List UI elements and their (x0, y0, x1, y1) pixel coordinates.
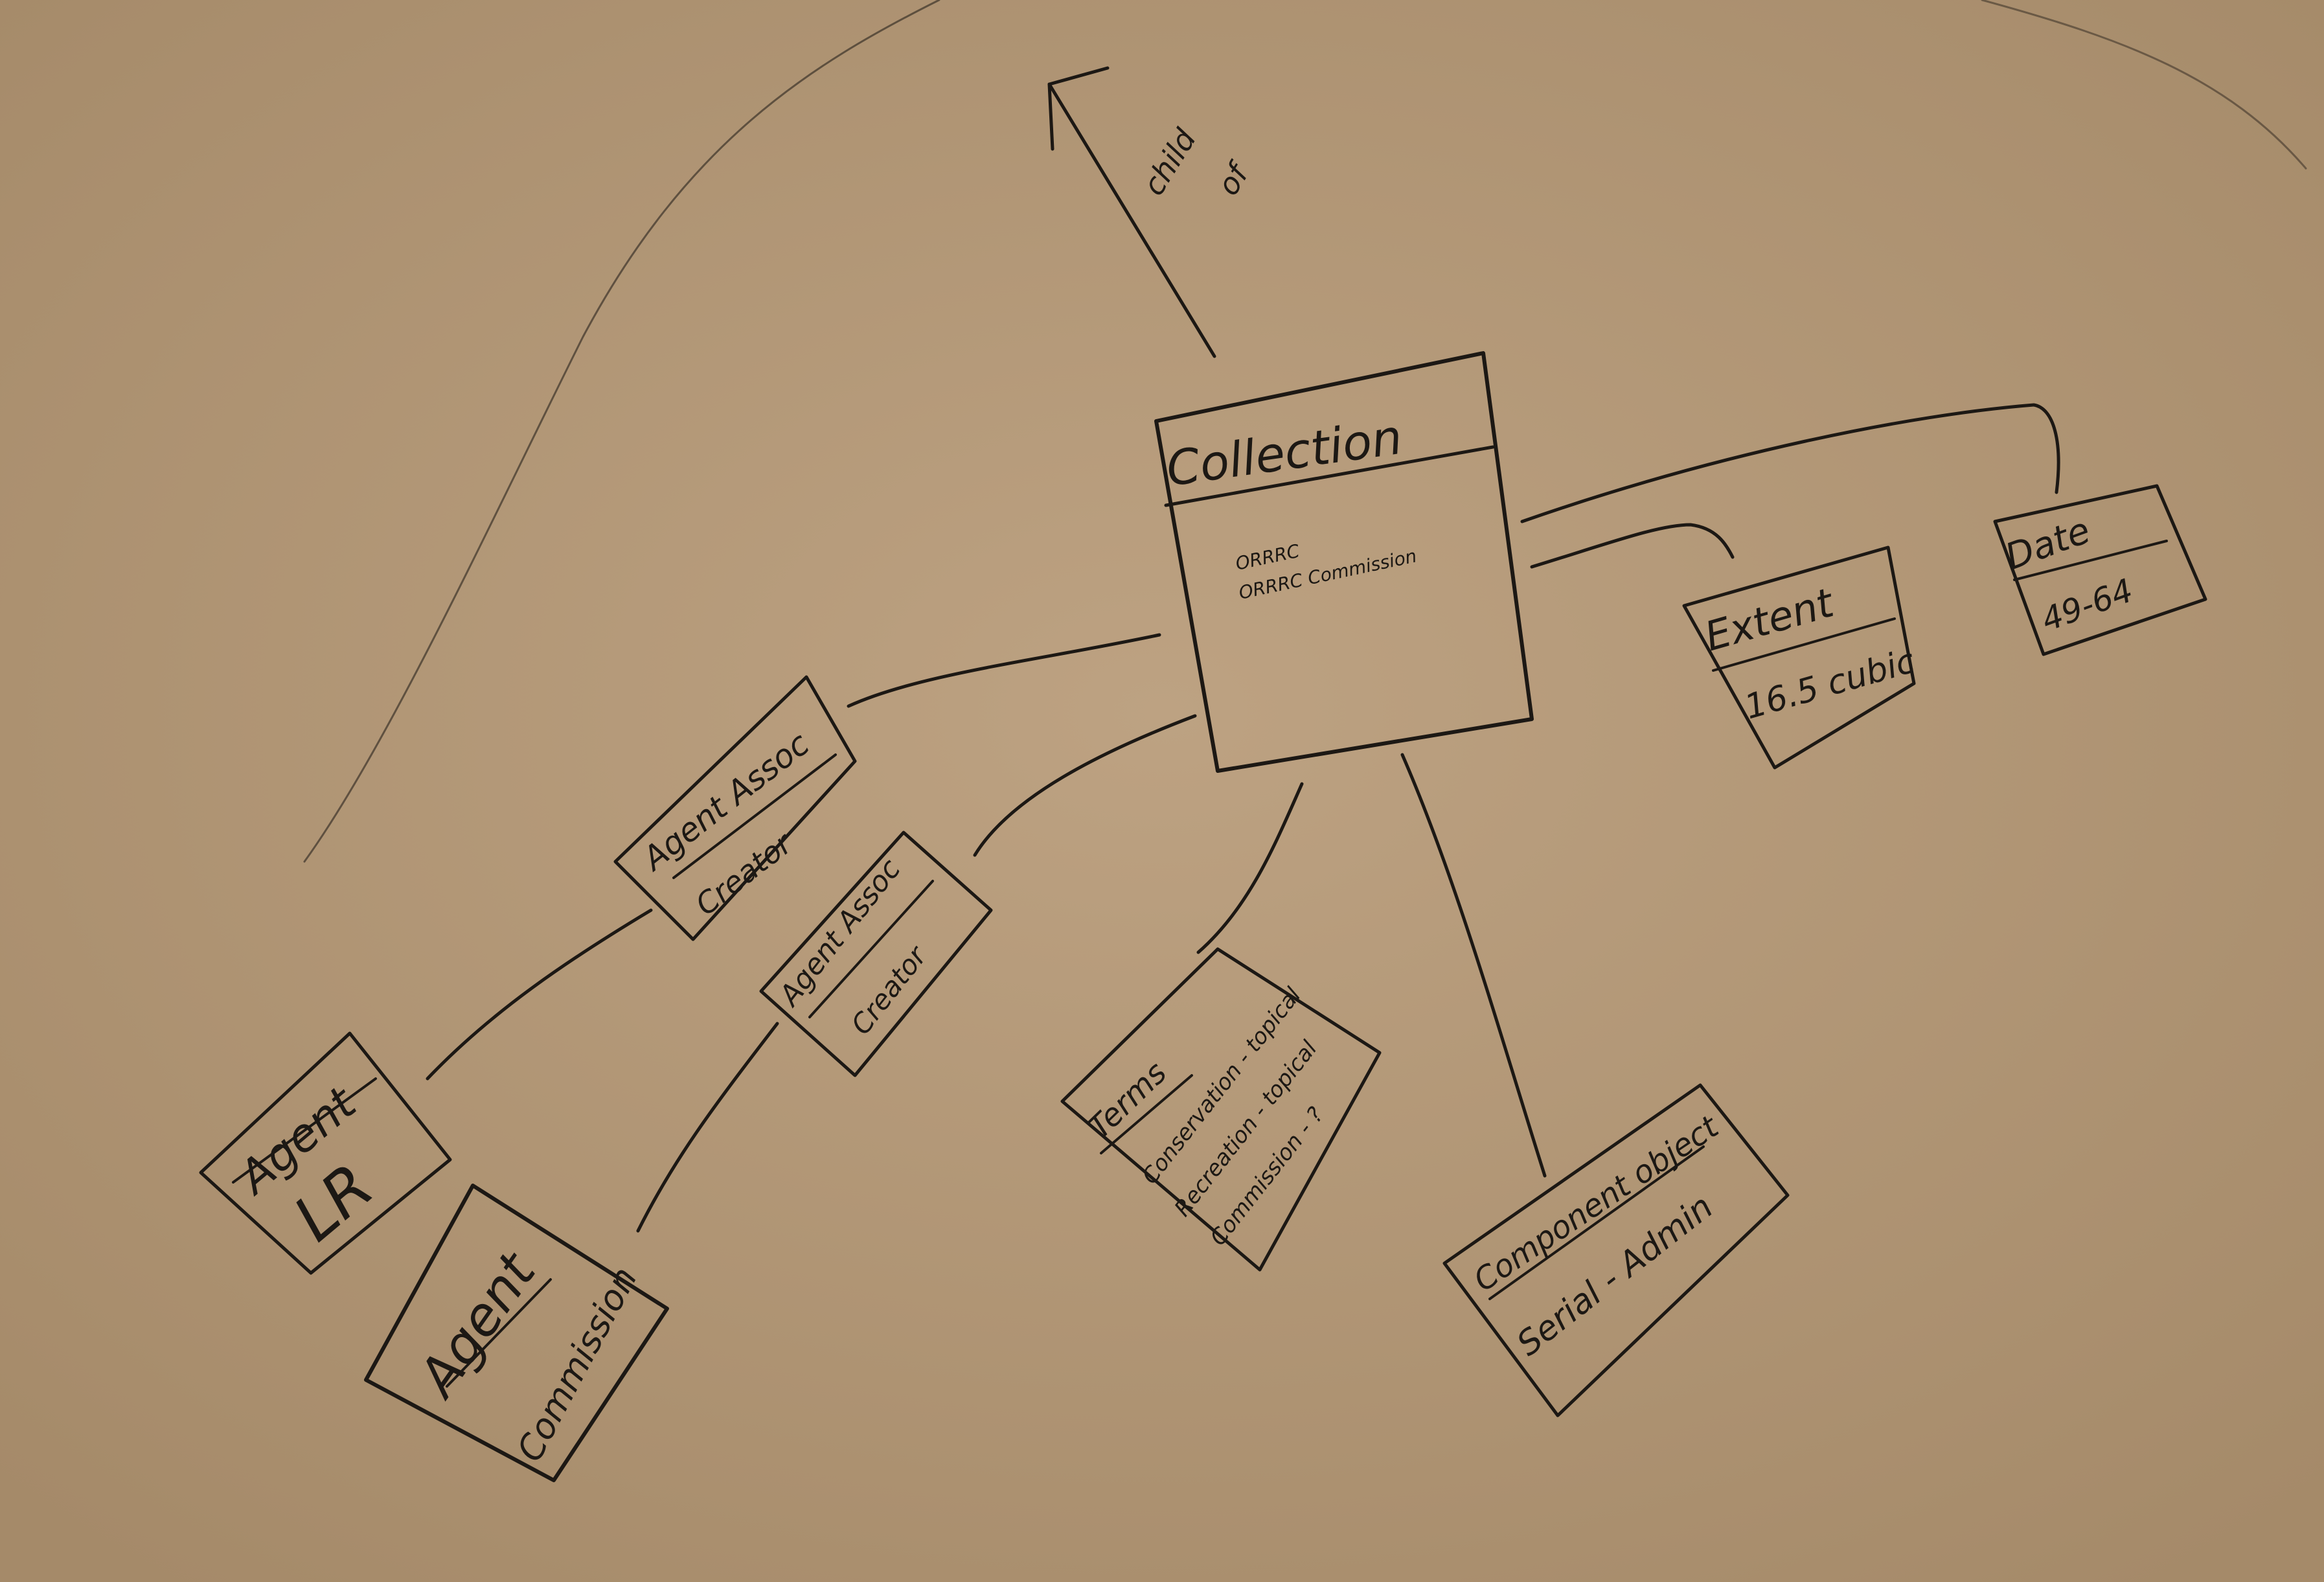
connectors (426, 403, 2060, 1233)
pencil-curve-right (1981, 0, 2307, 170)
child-of-arrow (1047, 66, 1216, 358)
pencil-curve-left (303, 0, 940, 863)
